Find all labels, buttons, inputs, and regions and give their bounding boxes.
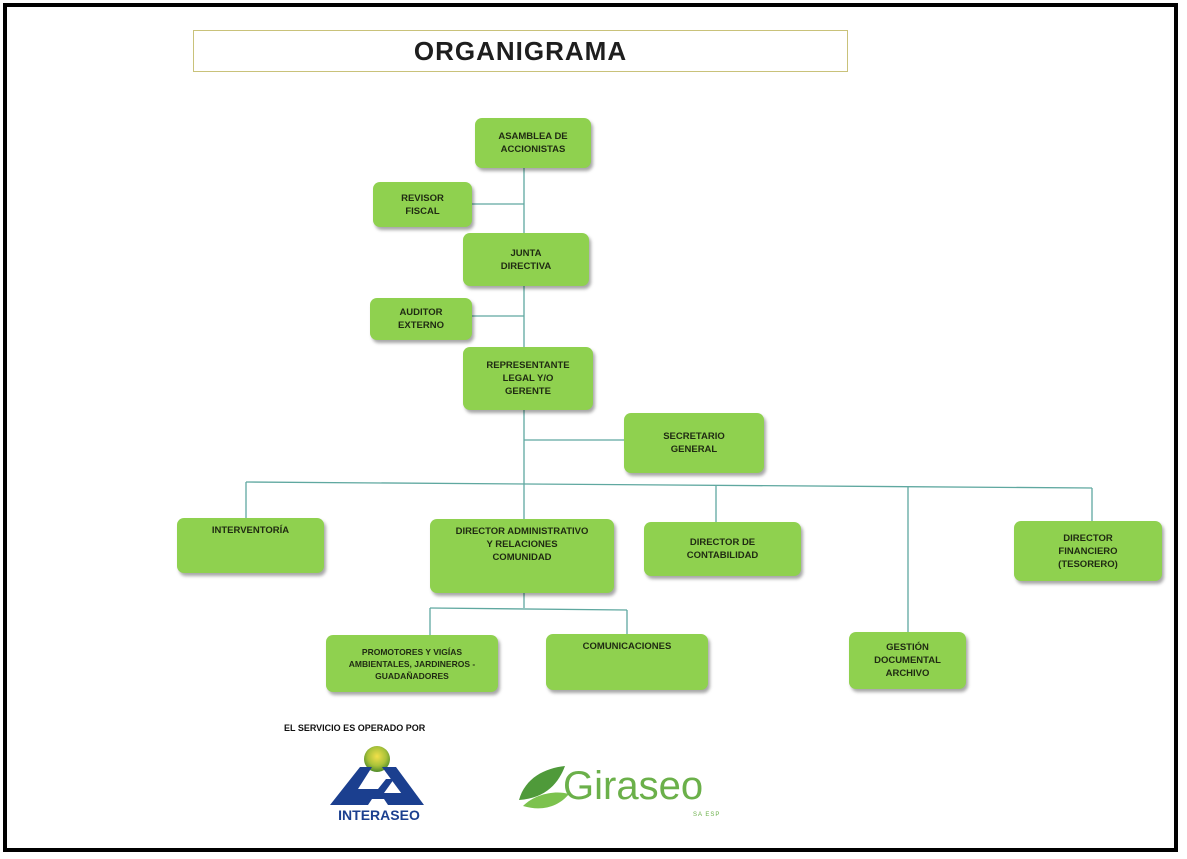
giraseo-logo-subtext: SA ESP: [693, 812, 721, 818]
node-label: DIRECTOR ADMINISTRATIVO Y RELACIONES COM…: [455, 526, 589, 563]
node-interventoria: INTERVENTORÍA: [177, 518, 324, 573]
node-label: REPRESENTANTE LEGAL Y/O GERENTE: [486, 360, 570, 397]
node-label: DIRECTOR FINANCIERO (TESORERO): [1058, 532, 1118, 570]
node-label: INTERVENTORÍA: [211, 525, 290, 536]
interaseo-logo: INTERASEO: [320, 745, 438, 830]
node-director-contabilidad: DIRECTOR DE CONTABILIDAD: [644, 522, 801, 576]
giraseo-logo: Giraseo SA ESP: [515, 760, 745, 830]
page-title: ORGANIGRAMA: [413, 35, 628, 66]
node-label: REVISOR FISCAL: [401, 192, 444, 217]
node-label: PROMOTORES Y VIGÍAS AMBIENTALES, JARDINE…: [348, 646, 476, 681]
node-comunicaciones: COMUNICACIONES: [546, 634, 708, 690]
giraseo-leaf-icon: [519, 766, 569, 809]
node-label: SECRETARIO GENERAL: [663, 431, 725, 455]
node-revisor-fiscal: REVISOR FISCAL: [373, 182, 472, 227]
node-label: GESTIÓN DOCUMENTAL ARCHIVO: [874, 642, 941, 679]
node-promotores-vigias: PROMOTORES Y VIGÍAS AMBIENTALES, JARDINE…: [326, 635, 498, 692]
node-label: DIRECTOR DE CONTABILIDAD: [686, 537, 759, 561]
node-asamblea-accionistas: ASAMBLEA DE ACCIONISTAS: [475, 118, 591, 168]
node-director-financiero: DIRECTOR FINANCIERO (TESORERO): [1014, 521, 1162, 581]
node-label: ASAMBLEA DE ACCIONISTAS: [498, 131, 568, 155]
node-secretario-general: SECRETARIO GENERAL: [624, 413, 764, 473]
interaseo-logo-icon: [330, 746, 424, 805]
giraseo-logo-text: Giraseo: [563, 764, 704, 808]
node-label: JUNTA DIRECTIVA: [500, 247, 552, 272]
interaseo-logo-text: INTERASEO: [338, 807, 420, 823]
operated-by-label: EL SERVICIO ES OPERADO POR: [284, 723, 426, 733]
node-director-administrativo: DIRECTOR ADMINISTRATIVO Y RELACIONES COM…: [430, 519, 614, 593]
node-representante-legal: REPRESENTANTE LEGAL Y/O GERENTE: [463, 347, 593, 410]
connector-level-bus: [245, 481, 1093, 489]
node-auditor-externo: AUDITOR EXTERNO: [370, 298, 472, 340]
node-gestion-documental: GESTIÓN DOCUMENTAL ARCHIVO: [849, 632, 966, 689]
connector-sub-bus: [429, 607, 628, 611]
node-label: COMUNICACIONES: [582, 641, 672, 652]
node-label: AUDITOR EXTERNO: [398, 307, 444, 331]
node-junta-directiva: JUNTA DIRECTIVA: [463, 233, 589, 286]
title-box: ORGANIGRAMA: [193, 30, 848, 72]
